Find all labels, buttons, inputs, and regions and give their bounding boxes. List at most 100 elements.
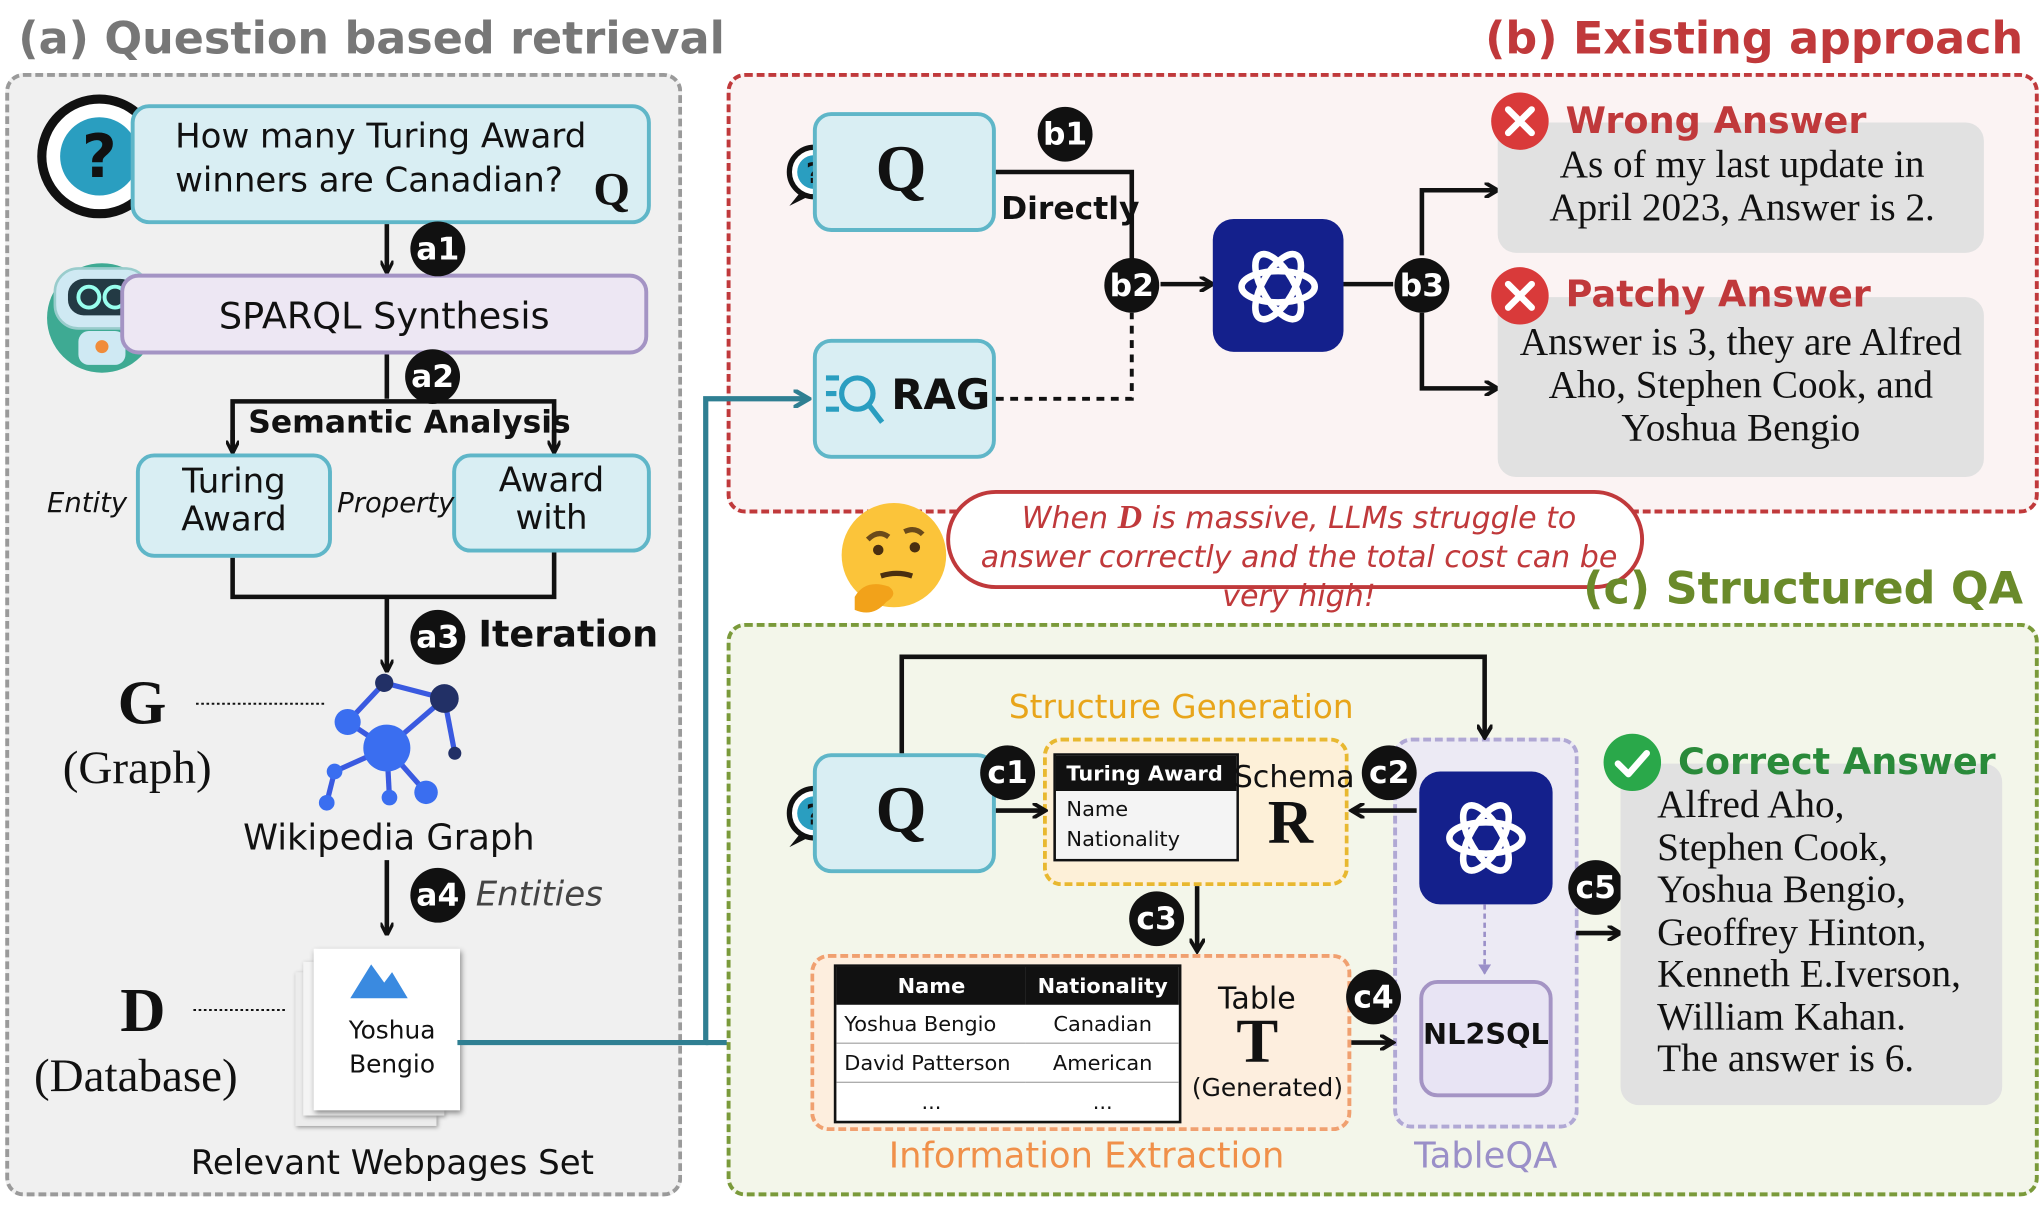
correct-answer-line: The answer is 6. <box>1657 1037 1915 1081</box>
step-b2-badge: b2 <box>1104 258 1160 313</box>
x-mark-icon <box>1491 92 1549 150</box>
webpages-label: Relevant Webpages Set <box>190 1144 594 1184</box>
table-generated-label: (Generated) <box>1191 1073 1344 1103</box>
correct-answer-list: Alfred Aho, Stephen Cook, Yoshua Bengio,… <box>1657 783 1961 1081</box>
check-mark-icon <box>1603 733 1662 792</box>
rag-search-icon <box>825 375 885 424</box>
step-b1-badge: b1 <box>1037 106 1093 162</box>
graph-symbol: G <box>117 668 167 738</box>
step-a2-badge: a2 <box>405 349 461 404</box>
table-label: Table <box>1218 982 1296 1017</box>
panel-b-title: (b) Existing approach <box>1485 13 2024 66</box>
correct-answer-line: Alfred Aho, <box>1657 783 1845 827</box>
thought-post: is massive, LLMs struggle to answer corr… <box>980 501 1618 614</box>
correct-answer-title: Correct Answer <box>1678 740 1996 784</box>
entity-box-text: Turing Award <box>181 462 287 540</box>
graph-label: Wikipedia Graph <box>243 818 535 859</box>
step-c4-badge: c4 <box>1346 969 1401 1025</box>
chatgpt-logo-icon <box>1446 802 1526 874</box>
correct-answer-line: Kenneth E.Iverson, <box>1657 952 1961 996</box>
nl2sql-label: NL2SQL <box>1423 1019 1549 1052</box>
schema-table: Turing Award Name Nationality <box>1053 753 1239 862</box>
table-cell: Canadian <box>1053 1011 1152 1037</box>
step-a1-badge: a1 <box>410 221 466 277</box>
property-box-text: Award with <box>498 461 605 539</box>
schema-header: Turing Award <box>1055 755 1237 792</box>
c-question-symbol: Q <box>875 772 927 846</box>
tableqa-label: TableQA <box>1414 1136 1558 1177</box>
entity-box <box>135 453 332 558</box>
rag-label: RAG <box>891 370 991 420</box>
entity-label: Entity <box>47 487 128 519</box>
thought-pre: When <box>1021 501 1118 536</box>
step-a3-badge: a3 <box>410 609 466 665</box>
schema-row: Nationality <box>1055 821 1237 859</box>
b-question-symbol: Q <box>875 131 927 205</box>
correct-answer-line: Stephen Cook, <box>1657 825 1889 869</box>
correct-answer-line: Geoffrey Hinton, <box>1657 910 1927 954</box>
wrong-answer-box <box>1497 122 1984 253</box>
table-cell: ... <box>921 1089 942 1115</box>
schema-symbol: R <box>1267 788 1314 858</box>
graph-network-icon <box>318 673 462 811</box>
sparql-box <box>120 273 649 355</box>
sparql-label: SPARQL Synthesis <box>218 294 550 338</box>
document-stack-icon <box>295 941 478 1136</box>
graph-caption: (Graph) <box>62 741 212 794</box>
panel-a-title: (a) Question based retrieval <box>18 13 725 66</box>
patchy-answer-title: Patchy Answer <box>1565 272 1871 316</box>
table-row: David Patterson American <box>836 1043 1179 1083</box>
patchy-answer-text: Answer is 3, they are Alfred Aho, Stephe… <box>1519 320 1962 450</box>
table-cell: David Patterson <box>844 1050 1011 1076</box>
patchy-answer-box <box>1497 297 1984 477</box>
step-a4-badge: a4 <box>410 867 466 923</box>
c-question-box <box>812 753 996 874</box>
table-header: Nationality <box>1037 973 1168 999</box>
thought-bubble <box>946 490 1645 590</box>
question-symbol: Q <box>593 162 630 216</box>
step-c3-badge: c3 <box>1129 891 1185 947</box>
thinking-emoji-icon <box>841 503 947 613</box>
iteration-label: Iteration <box>478 612 659 656</box>
step-c5-badge: c5 <box>1568 860 1624 915</box>
panel-a-connectors <box>193 224 693 1011</box>
b-chatgpt-box <box>1212 218 1344 352</box>
wrong-answer-title: Wrong Answer <box>1565 99 1867 143</box>
question-box <box>130 104 651 225</box>
correct-answer-line: Yoshua Bengio, <box>1657 867 1906 911</box>
step-c1-badge: c1 <box>980 745 1036 801</box>
property-box <box>452 453 651 553</box>
correct-answer-box <box>1620 763 2003 1106</box>
chatgpt-logo-icon <box>1238 250 1319 323</box>
entities-label: Entities <box>475 875 603 915</box>
thought-symbol: D <box>1117 497 1143 536</box>
db-caption: (Database) <box>33 1049 238 1102</box>
thought-text: When D is massive, LLMs struggle to answ… <box>975 498 1623 617</box>
correct-answer-line: William Kahan. <box>1657 994 1906 1038</box>
generated-table: Name Nationality Yoshua Bengio Canadian … <box>833 964 1182 1124</box>
table-cell: American <box>1052 1050 1153 1076</box>
table-cell: Yoshua Bengio <box>844 1011 997 1037</box>
semantic-analysis-label: Semantic Analysis <box>248 403 571 441</box>
svg-text:?: ? <box>82 122 117 192</box>
x-mark-icon <box>1491 267 1549 325</box>
step-b3-badge: b3 <box>1394 258 1450 313</box>
schema-row: Name <box>1055 791 1237 822</box>
doc-label: Yoshua Bengio <box>348 1016 436 1080</box>
property-label: Property <box>337 487 455 519</box>
b-question-box <box>812 112 996 232</box>
panel-c-title: (c) Structured QA <box>1583 562 2024 616</box>
directly-label: Directly <box>1001 190 1140 227</box>
table-row: ... ... <box>836 1082 1178 1120</box>
table-row: Yoshua Bengio Canadian <box>836 1005 1179 1044</box>
structure-generation-label: Structure Generation <box>1008 688 1354 726</box>
step-c2-badge: c2 <box>1361 745 1417 801</box>
nl2sql-box <box>1419 980 1553 1098</box>
info-extraction-label: Information Extraction <box>888 1136 1285 1177</box>
schema-label: Schema <box>1233 761 1355 795</box>
wrong-answer-text: As of my last update in April 2023, Answ… <box>1549 143 1935 230</box>
table-header: Name <box>897 973 966 999</box>
